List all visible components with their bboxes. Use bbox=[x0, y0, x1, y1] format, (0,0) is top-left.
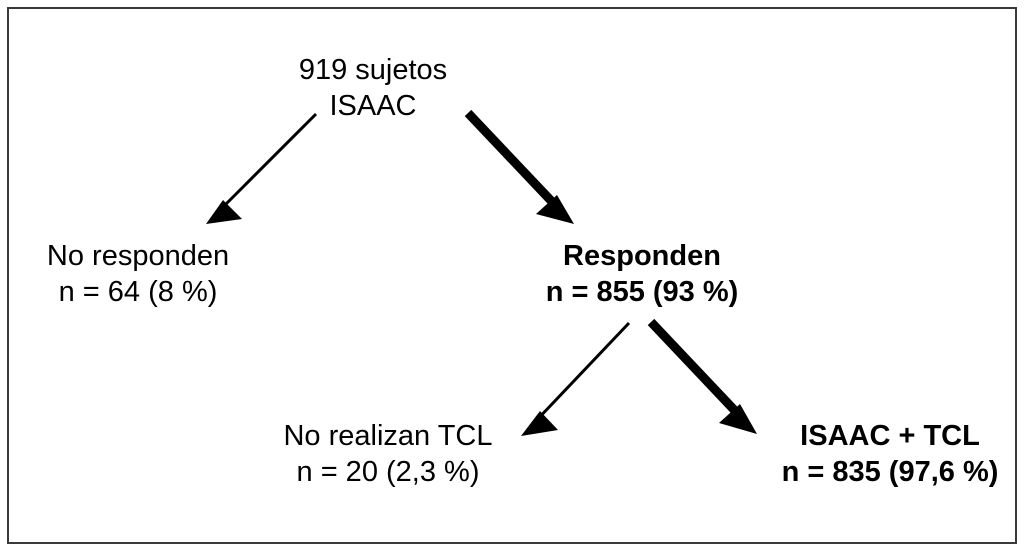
node-no-responden-line1: No responden bbox=[46, 240, 230, 272]
edge-responden-to-isaac-tcl bbox=[647, 318, 757, 434]
node-responden-line2: n = 855 (93 %) bbox=[545, 276, 739, 308]
node-root-line2: ISAAC bbox=[329, 90, 417, 122]
node-no-responden: No responden n = 64 (8 %) bbox=[47, 238, 229, 310]
node-isaac-tcl-line1: ISAAC + TCL bbox=[800, 420, 980, 452]
arrowhead bbox=[536, 195, 574, 224]
edge-line bbox=[214, 112, 318, 216]
node-isaac-tcl: ISAAC + TCL n = 835 (97,6 %) bbox=[782, 418, 999, 490]
edge-responden-to-no-realizan-tcl bbox=[521, 321, 631, 436]
node-no-realizan-tcl-line2: n = 20 (2,3 %) bbox=[296, 456, 480, 488]
node-responden: Responden n = 855 (93 %) bbox=[546, 238, 739, 310]
node-no-realizan-tcl: No realizan TCL n = 20 (2,3 %) bbox=[283, 418, 492, 490]
node-root-line1: 919 sujetos bbox=[298, 54, 448, 86]
edge-line bbox=[647, 318, 743, 419]
arrowhead bbox=[719, 404, 757, 434]
edge-root-to-no-responden bbox=[206, 112, 318, 224]
node-responden-line1: Responden bbox=[563, 240, 721, 272]
figure-border bbox=[7, 7, 1017, 544]
node-root: 919 sujetos ISAAC bbox=[299, 52, 447, 124]
edge-line bbox=[532, 321, 631, 425]
arrowhead bbox=[206, 200, 242, 224]
node-isaac-tcl-line2: n = 835 (97,6 %) bbox=[781, 456, 999, 488]
node-no-realizan-tcl-line1: No realizan TCL bbox=[283, 420, 493, 452]
edge-line bbox=[464, 109, 561, 211]
node-no-responden-line2: n = 64 (8 %) bbox=[58, 276, 218, 308]
edge-root-to-responden bbox=[464, 109, 574, 224]
arrowhead bbox=[521, 411, 558, 436]
